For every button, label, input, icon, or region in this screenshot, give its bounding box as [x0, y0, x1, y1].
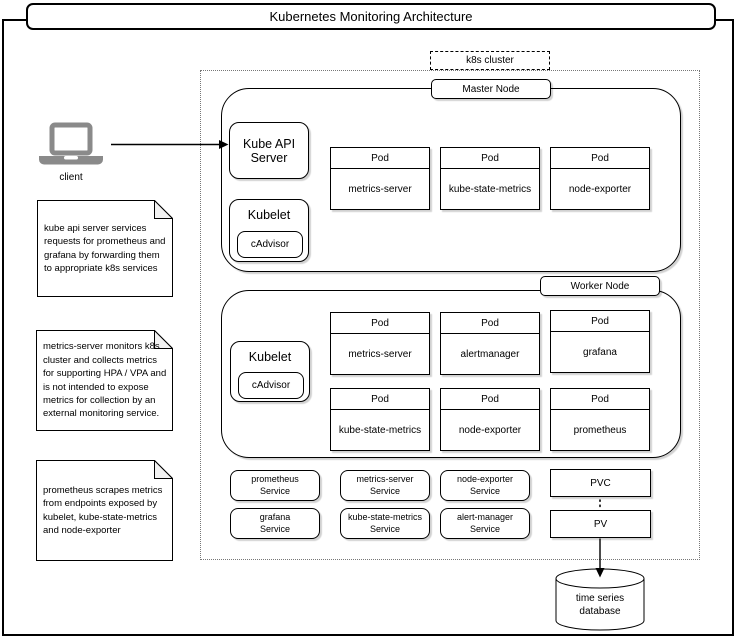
note-fold-icon — [154, 329, 174, 349]
pv-label: PV — [593, 518, 608, 530]
pod-worker-metrics-server: Pod metrics-server — [330, 312, 430, 375]
note-text: metrics-server monitors k8s cluster and … — [43, 341, 167, 420]
service-label: prometheus Service — [251, 474, 299, 496]
service-metrics-server: metrics-server Service — [340, 470, 430, 501]
database-label: time series database — [575, 593, 625, 617]
service-alert-manager: alert-manager Service — [440, 508, 530, 539]
cadvisor-label: cAdvisor — [251, 380, 291, 391]
pod-master-metrics-server: Pod metrics-server — [330, 147, 430, 210]
pod-name: grafana — [583, 346, 617, 358]
service-prometheus: prometheus Service — [230, 470, 320, 501]
service-label: node-exporter Service — [456, 474, 514, 496]
kube-api-server-box: Kube API Server — [229, 122, 309, 179]
pod-name: metrics-server — [348, 348, 412, 360]
service-label: grafana Service — [259, 512, 291, 534]
pvc-box: PVC — [550, 469, 651, 497]
time-series-database: time series database — [555, 568, 645, 632]
cadvisor-label: cAdvisor — [250, 239, 290, 250]
service-node-exporter: node-exporter Service — [440, 470, 530, 501]
pod-header: Pod — [551, 389, 649, 410]
pod-name: alertmanager — [460, 348, 520, 360]
pod-header: Pod — [331, 148, 429, 169]
note-fold-icon — [154, 199, 174, 219]
client-label: client — [59, 171, 83, 183]
note-shape — [36, 459, 174, 561]
pvc-label: PVC — [590, 477, 611, 489]
k8s-cluster-label: k8s cluster — [430, 51, 550, 70]
pod-master-node-exporter: Pod node-exporter — [550, 147, 650, 210]
pod-name: prometheus — [573, 424, 627, 436]
pod-worker-node-exporter: Pod node-exporter — [440, 388, 540, 451]
service-label: kube-state-metrics Service — [347, 512, 423, 534]
master-cadvisor-box: cAdvisor — [237, 231, 303, 258]
pod-header: Pod — [331, 389, 429, 410]
note-metrics-server: metrics-server monitors k8s cluster and … — [36, 329, 174, 431]
note-kube-api-server: kube api server services requests for pr… — [37, 199, 174, 297]
pv-box: PV — [550, 510, 651, 538]
note-shape — [37, 199, 174, 297]
note-fold-icon — [154, 459, 174, 479]
diagram-title: Kubernetes Monitoring Architecture — [26, 3, 716, 30]
pod-name: node-exporter — [458, 424, 522, 436]
pod-worker-grafana: Pod grafana — [550, 310, 650, 373]
pod-name: kube-state-metrics — [448, 183, 532, 195]
pod-header: Pod — [331, 313, 429, 334]
pod-header: Pod — [441, 148, 539, 169]
pod-header: Pod — [441, 313, 539, 334]
master-kubelet-box: Kubelet cAdvisor — [229, 199, 309, 262]
pod-name: node-exporter — [568, 183, 632, 195]
pod-master-kube-state-metrics: Pod kube-state-metrics — [440, 147, 540, 210]
master-node-label: Master Node — [431, 79, 551, 99]
pod-header: Pod — [551, 311, 649, 332]
note-prometheus: prometheus scrapes metrics from endpoint… — [36, 459, 174, 561]
pod-worker-alertmanager: Pod alertmanager — [440, 312, 540, 375]
client-laptop-icon — [38, 122, 104, 167]
pod-name: kube-state-metrics — [338, 424, 422, 436]
kubelet-label: Kubelet — [248, 350, 292, 364]
service-label: alert-manager Service — [456, 512, 514, 534]
worker-kubelet-box: Kubelet cAdvisor — [230, 341, 310, 402]
pod-worker-prometheus: Pod prometheus — [550, 388, 650, 451]
service-grafana: grafana Service — [230, 508, 320, 539]
k8s-cluster-boundary — [200, 70, 700, 560]
kube-api-server-label: Kube API Server — [242, 136, 296, 165]
service-kube-state-metrics: kube-state-metrics Service — [340, 508, 430, 539]
worker-cadvisor-box: cAdvisor — [238, 372, 304, 399]
pod-name: metrics-server — [348, 183, 412, 195]
pod-header: Pod — [441, 389, 539, 410]
pod-worker-kube-state-metrics: Pod kube-state-metrics — [330, 388, 430, 451]
worker-node-label: Worker Node — [540, 276, 660, 296]
master-node-label-text: Master Node — [462, 83, 520, 95]
service-label: metrics-server Service — [356, 474, 414, 496]
database-cylinder-icon — [555, 568, 645, 631]
note-shape — [36, 329, 174, 431]
note-text: prometheus scrapes metrics from endpoint… — [43, 484, 163, 536]
k8s-cluster-label-text: k8s cluster — [466, 55, 514, 66]
diagram-title-label: Kubernetes Monitoring Architecture — [269, 9, 473, 24]
pod-header: Pod — [551, 148, 649, 169]
worker-node-label-text: Worker Node — [570, 280, 630, 292]
kubelet-label: Kubelet — [247, 208, 291, 222]
note-text: kube api server services requests for pr… — [44, 222, 166, 274]
